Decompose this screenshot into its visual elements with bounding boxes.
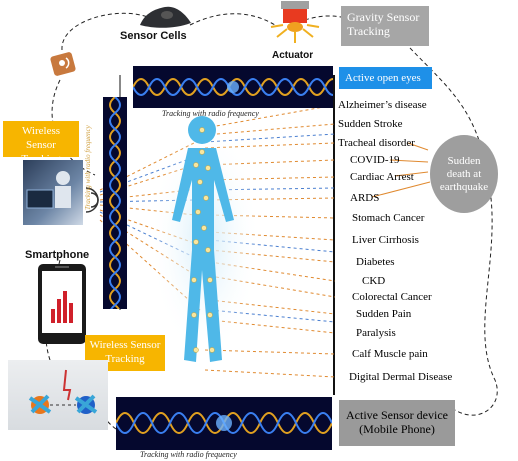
disease-item: Alzheimer’s disease (338, 99, 427, 111)
actuator-icon (270, 1, 320, 43)
disease-item: Calf Muscle pain (352, 348, 428, 360)
gravity-sensor-box: Gravity Sensor Tracking (341, 6, 429, 46)
disease-item: Paralysis (356, 327, 396, 339)
sensor-cells-label: Sensor Cells (120, 30, 187, 42)
smartphone-icon (38, 264, 86, 344)
wearable-sensor-image (8, 360, 108, 430)
disease-item: Liver Cirrhosis (352, 234, 419, 246)
disease-item: Sudden Pain (356, 308, 412, 320)
disease-item: Cardiac Arrest (350, 171, 414, 183)
smartphone-label: Smartphone (25, 249, 90, 261)
sensor-cell-icon (140, 6, 191, 28)
human-body-figure (150, 116, 260, 362)
active-open-eyes-box: Active open eyes (339, 67, 432, 89)
disease-item: Sudden Stroke (338, 118, 403, 130)
tracking-bottom-caption: Tracking with radio frequency (140, 450, 237, 459)
disease-item: Tracheal disorder (338, 137, 415, 149)
device-chip-icon (50, 52, 76, 76)
actuator-label: Actuator (272, 50, 314, 61)
top-waveform-panel (133, 66, 333, 108)
sudden-death-ellipse: Sudden death at earthquake (430, 135, 498, 213)
disease-item: Stomach Cancer (352, 212, 425, 224)
disease-item: Digital Dermal Disease (349, 371, 453, 383)
sudden-death-text: Sudden death at earthquake (439, 154, 489, 193)
tracking-top-caption: Tracking with radio frequency (162, 109, 259, 118)
vertical-waveform-panel (103, 97, 127, 309)
disease-item: Colorectal Cancer (352, 291, 432, 303)
wireless-sensor-box-bottom: Wireless Sensor Tracking (85, 335, 165, 371)
disease-item: COVID-19 (350, 154, 400, 166)
active-sensor-device-box: Active Sensor device (Mobile Phone) (339, 400, 455, 446)
wireless-sensor-box-top: Wireless Sensor Tracking (3, 121, 79, 165)
bottom-waveform-panel (116, 397, 332, 450)
wifi-wave-icon (85, 187, 99, 213)
person-computer-image (23, 160, 83, 225)
disease-item: ARDS (350, 192, 380, 204)
disease-item: CKD (362, 275, 386, 287)
disease-item: Diabetes (356, 256, 395, 268)
tracking-vertical-caption: Tracking with radio frequency (84, 125, 92, 210)
